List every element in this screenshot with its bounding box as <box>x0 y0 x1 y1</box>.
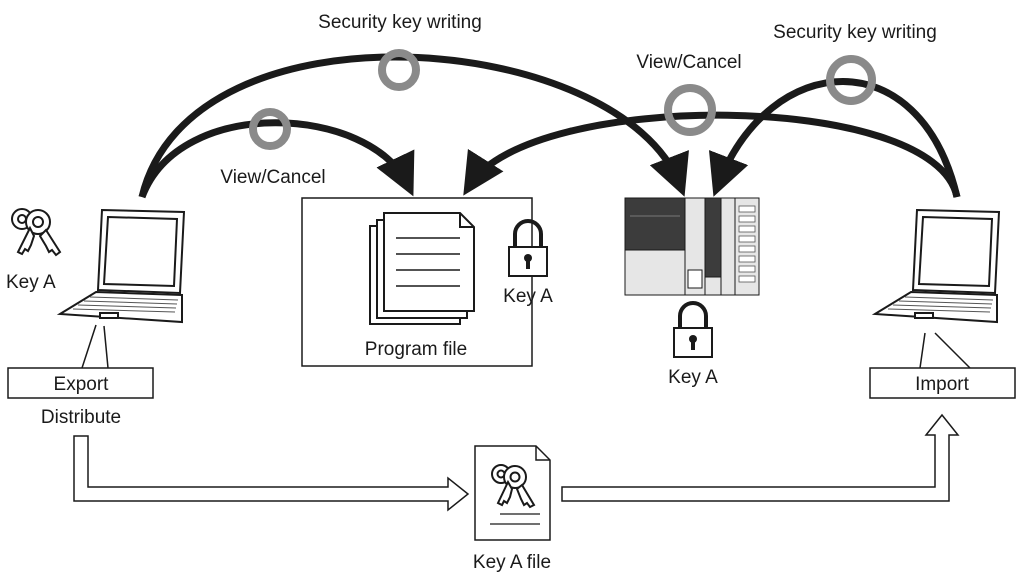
padlock-icon <box>673 301 713 358</box>
label-security-key-writing-right: Security key writing <box>773 22 937 43</box>
label-key-a-program: Key A <box>503 286 553 307</box>
arrow-right-pc-to-plc <box>709 78 961 198</box>
ring-icon <box>249 108 291 150</box>
keys-icon <box>11 208 62 257</box>
import-box <box>869 367 1016 399</box>
export-box <box>7 367 154 399</box>
distribution-arrow-left <box>73 435 470 512</box>
label-key-a-plc: Key A <box>668 367 718 388</box>
label-distribute: Distribute <box>41 407 121 428</box>
key-file-icon <box>474 445 551 541</box>
label-key-a-file: Key A file <box>473 552 551 573</box>
document-stack-icon <box>369 212 475 325</box>
padlock-icon <box>508 219 548 277</box>
label-export: Export <box>54 374 110 395</box>
ring-icon <box>826 55 876 105</box>
label-key-a-keys: Key A <box>6 272 56 293</box>
label-program-file: Program file <box>365 339 467 360</box>
label-view-cancel-top: View/Cancel <box>636 52 741 73</box>
right-laptop <box>871 208 1001 369</box>
arrow-left-pc-to-program <box>138 119 415 199</box>
left-laptop <box>56 208 186 369</box>
label-security-key-writing-left: Security key writing <box>318 12 482 33</box>
distribution-arrow-right <box>561 413 960 502</box>
ring-icon <box>378 49 420 91</box>
label-view-cancel-left: View/Cancel <box>220 167 325 188</box>
label-import: Import <box>915 374 970 395</box>
arrow-right-pc-to-program <box>463 111 961 198</box>
plc-module-icon <box>624 197 760 296</box>
ring-icon <box>664 84 716 136</box>
ring-markers <box>249 49 876 150</box>
